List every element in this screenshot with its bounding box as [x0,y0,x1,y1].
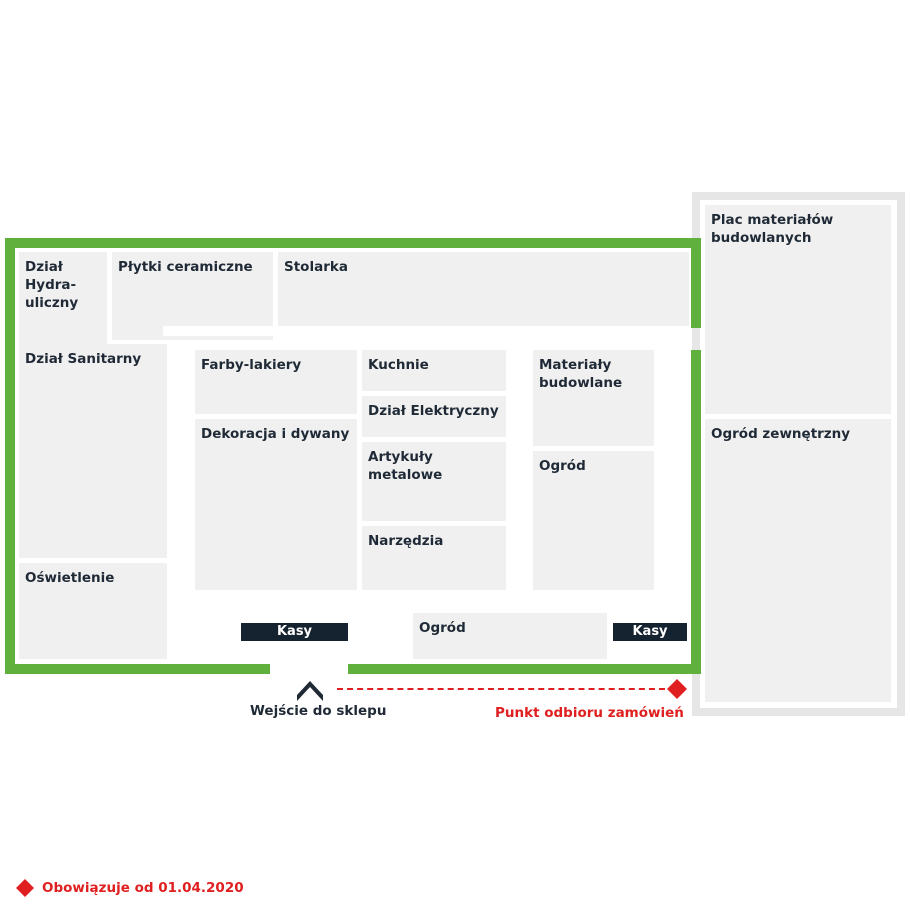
pickup-label: Punkt odbioru zamówień [495,705,684,721]
red-diamond-icon [667,679,687,699]
red-diamond-icon [16,879,34,897]
checkout-right[interactable]: Kasy [613,623,687,641]
area-tools[interactable]: Narzędzia [362,526,506,590]
wall-top [5,238,701,248]
area-joinery[interactable]: Stolarka [278,252,689,326]
area-decoration[interactable]: Dekoracja i dywany [195,419,357,590]
area-yard[interactable]: Plac materiałów budowlanych [705,205,891,414]
area-kitchens[interactable]: Kuchnie [362,350,506,391]
entrance-label: Wejście do sklepu [250,703,387,719]
entrance-arrow-icon [297,681,323,701]
wall-bottom-left [5,664,270,674]
area-outdoor-garden[interactable]: Ogród zewnętrzny [705,419,891,702]
area-sanitary[interactable]: Dział Sanitarny [19,344,167,558]
area-garden-front[interactable]: Ogród [413,613,607,659]
area-lighting[interactable]: Oświetlenie [19,563,167,659]
area-electrical[interactable]: Dział Elektryczny [362,396,506,437]
area-garden-inner[interactable]: Ogród [533,451,654,590]
area-hydraulic[interactable]: Dział Hydra- uliczny [19,252,107,358]
checkout-left[interactable]: Kasy [241,623,348,641]
wall-left [5,238,15,674]
validity-note: Obowiązuje od 01.04.2020 [42,880,244,896]
area-metal[interactable]: Artykuły metalowe [362,442,506,521]
area-paints[interactable]: Farby-lakiery [195,350,357,414]
pickup-route-line [337,688,665,690]
area-tiles[interactable]: Płytki ceramiczne [112,252,273,340]
wall-right-upper [691,238,701,328]
wall-bottom-right [348,664,701,674]
area-building-materials[interactable]: Materiały budowlane [533,350,654,446]
wall-right-lower [691,350,701,674]
main-aisle [163,326,689,336]
